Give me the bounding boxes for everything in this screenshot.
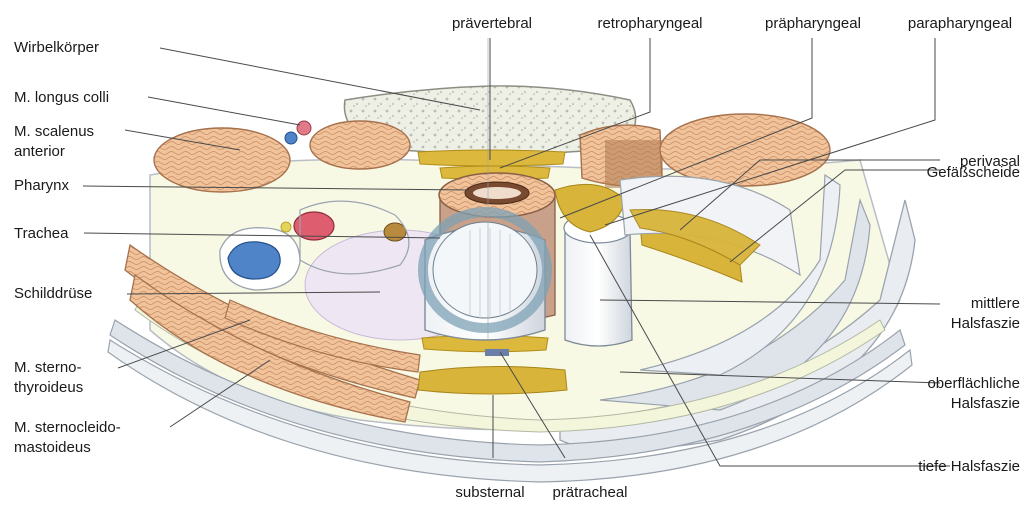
label-gefaessscheide: Gefäßscheide: [880, 163, 1020, 182]
label-sternocleido-line1: M. sternocleido-: [14, 418, 121, 437]
label-mittlere-line1: mittlere: [880, 294, 1020, 313]
label-sternothyroideus-line2: thyroideus: [14, 378, 83, 397]
label-praevertebral: prävertebral: [442, 14, 542, 33]
label-longus-colli: M. longus colli: [14, 88, 109, 107]
label-mittlere-line2: Halsfaszie: [880, 314, 1020, 333]
label-tiefe-halsfaszie: tiefe Halsfaszie: [860, 457, 1020, 476]
label-pharynx: Pharynx: [14, 176, 69, 195]
vertebral-vein: [285, 132, 297, 144]
jugular-vein: [228, 242, 280, 279]
left-small-fat: [281, 222, 291, 232]
label-trachea: Trachea: [14, 224, 68, 243]
vertebral-artery: [297, 121, 311, 135]
scalenus-anterior-muscle: [154, 128, 290, 192]
trachea-lumen: [433, 222, 537, 318]
pretracheal-small-blue: [485, 349, 509, 356]
label-retropharyngeal: retropharyngeal: [595, 14, 705, 33]
longus-colli-muscle: [310, 121, 410, 169]
label-praetracheal: prätracheal: [540, 483, 640, 502]
label-wirbelkoerper: Wirbelkörper: [14, 38, 99, 57]
label-oberflaechliche-line2: Halsfaszie: [880, 394, 1020, 413]
label-schilddruese: Schilddrüse: [14, 284, 92, 303]
label-substernal: substernal: [440, 483, 540, 502]
substernal-fat: [418, 366, 567, 394]
label-parapharyngeal: parapharyngeal: [895, 14, 1025, 33]
label-oberflaechliche-line1: oberflächliche: [880, 374, 1020, 393]
label-scalenus-line1: M. scalenus: [14, 122, 94, 141]
label-scalenus-line2: anterior: [14, 142, 65, 161]
label-sternothyroideus-line1: M. sterno-: [14, 358, 82, 377]
nerve: [384, 223, 406, 241]
label-praepharyngeal: präpharyngeal: [758, 14, 868, 33]
label-sternocleido-line2: mastoideus: [14, 438, 91, 457]
right-paravertebral-muscle-far: [660, 114, 830, 186]
pharynx-lumen-inner: [473, 187, 521, 199]
